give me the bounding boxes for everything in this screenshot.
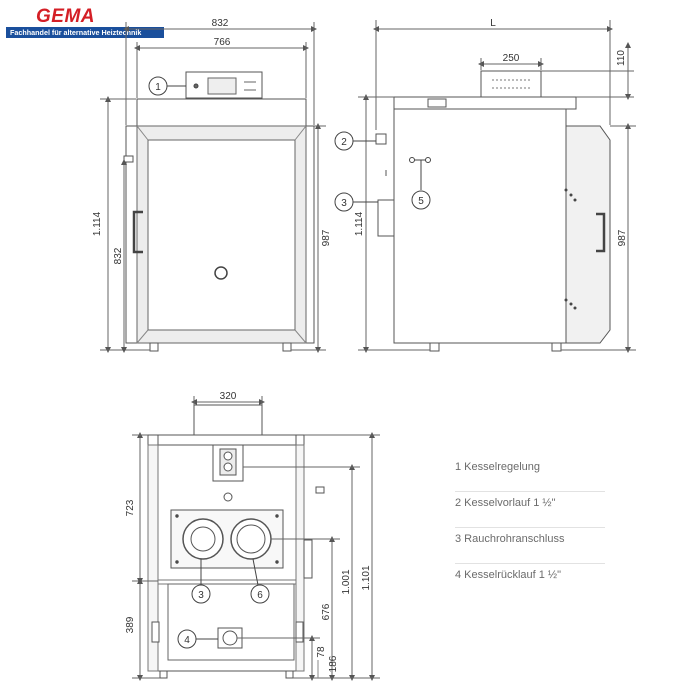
rear-dim-723: 723	[125, 499, 136, 516]
callout-4: 4	[177, 629, 218, 649]
callout-4-label: 4	[184, 635, 190, 646]
side-dim-length: L	[490, 18, 496, 29]
legend-item-1: 1 Kesselregelung	[455, 456, 605, 492]
legend-item-2: 2 Kesselvorlauf 1 ½"	[455, 492, 605, 528]
legend-item-3: 3 Rauchrohranschluss	[455, 528, 605, 564]
rear-dim-676: 676	[321, 603, 332, 620]
legend-item-4: 4 Kesselrücklauf 1 ½"	[455, 569, 562, 581]
rear-dimensions	[132, 396, 380, 681]
front-dim-height-side: 832	[113, 247, 124, 264]
rear-dim-186: 186	[328, 655, 339, 672]
callout-3-side: 3	[334, 192, 378, 212]
callout-2-label: 2	[341, 137, 347, 148]
callout-3-side-label: 3	[341, 198, 347, 209]
side-dim-top-height: 110	[616, 50, 627, 66]
callout-3-rear: 3	[191, 559, 211, 604]
side-view	[375, 70, 611, 352]
side-dim-height-total: 1.114	[354, 211, 365, 236]
callout-5: 5	[411, 190, 431, 210]
side-dim-top-width: 250	[503, 53, 520, 64]
brand-tagline: Fachhandel für alternative Heiztechnik	[6, 27, 164, 38]
rear-dim-78: 78	[316, 646, 327, 658]
callout-3-rear-label: 3	[198, 590, 204, 601]
front-dim-height-total: 1.114	[92, 211, 103, 236]
callout-1: 1	[148, 76, 186, 96]
rear-view	[147, 404, 325, 679]
front-dim-height-right: 987	[321, 229, 332, 246]
side-dimensions	[358, 20, 636, 353]
side-dim-height-right: 987	[617, 229, 628, 246]
callout-1-label: 1	[155, 82, 161, 93]
rear-dim-389: 389	[125, 616, 136, 633]
front-view	[123, 71, 315, 352]
callout-6: 6	[250, 558, 270, 604]
legend: 1 Kesselregelung 2 Kesselvorlauf 1 ½" 3 …	[455, 456, 605, 599]
front-dim-width-outer: 832	[212, 18, 229, 29]
brand-logo: GEMA Fachhandel für alternative Heiztech…	[6, 7, 164, 38]
callout-6-label: 6	[257, 590, 263, 601]
callout-5-label: 5	[418, 196, 424, 207]
brand-name: GEMA	[36, 6, 95, 27]
front-dimensions	[100, 22, 326, 353]
rear-dim-1101: 1.101	[361, 565, 372, 590]
rear-dim-1001: 1.001	[341, 569, 352, 594]
front-dim-width-inner: 766	[214, 37, 231, 48]
rear-dim-top-width: 320	[220, 391, 237, 402]
callout-2: 2	[334, 131, 376, 151]
